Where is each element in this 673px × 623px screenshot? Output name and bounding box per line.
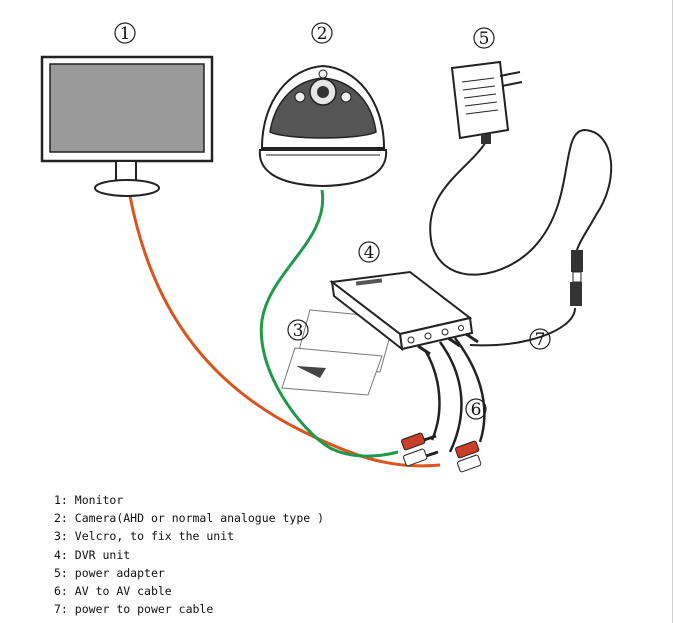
callout-7: 7 (529, 328, 551, 350)
legend-item-camera: 2: Camera(AHD or normal analogue type ) (54, 509, 324, 527)
legend-num: 5: (54, 565, 68, 580)
dvr-unit (329, 270, 474, 352)
legend-list: 1: Monitor 2: Camera(AHD or normal analo… (54, 491, 324, 618)
callout-3: 3 (287, 319, 309, 341)
legend-item-adapter: 5: power adapter (54, 564, 324, 582)
legend-num: 4: (54, 547, 68, 562)
av-cable (401, 332, 486, 473)
velcro-pads (281, 309, 396, 396)
legend-num: 7: (54, 602, 68, 617)
legend-text: Velcro, to fix the unit (74, 529, 235, 544)
dome-camera (258, 64, 388, 188)
legend-item-velcro: 3: Velcro, to fix the unit (54, 527, 324, 545)
power-adapter (450, 60, 523, 144)
legend-item-av-cable: 6: AV to AV cable (54, 582, 324, 600)
legend-text: DVR unit (74, 547, 131, 562)
callout-4-label: 4 (364, 243, 375, 263)
callout-5: 5 (473, 27, 495, 49)
power-cable (469, 307, 576, 347)
callout-1: 1 (114, 22, 136, 44)
callout-5-label: 5 (479, 29, 490, 49)
legend-item-dvr: 4: DVR unit (54, 546, 324, 564)
callout-7-label: 7 (535, 330, 546, 350)
legend-num: 3: (54, 529, 68, 544)
callout-2-label: 2 (317, 24, 328, 44)
legend-item-monitor: 1: Monitor (54, 491, 324, 509)
callout-1-label: 1 (120, 24, 131, 44)
callout-6: 6 (465, 398, 487, 420)
legend-num: 2: (54, 511, 68, 526)
power-connector (570, 250, 583, 306)
callout-4: 4 (358, 241, 380, 263)
legend-text: AV to AV cable (74, 584, 172, 599)
legend-item-power-cable: 7: power to power cable (54, 600, 324, 618)
legend-text: Camera(AHD or normal analogue type ) (74, 511, 325, 526)
legend-num: 1: (54, 493, 68, 507)
legend-num: 6: (54, 584, 68, 599)
legend-text: Monitor (74, 493, 124, 507)
legend-text: power adapter (74, 565, 165, 580)
callout-3-label: 3 (293, 321, 304, 341)
callout-6-label: 6 (471, 400, 482, 420)
callout-2: 2 (311, 22, 333, 44)
adapter-cord (429, 128, 613, 276)
legend-text: power to power cable (74, 602, 214, 617)
monitor (40, 55, 214, 197)
camera-video-cable (259, 189, 399, 458)
monitor-video-cable (128, 195, 441, 468)
